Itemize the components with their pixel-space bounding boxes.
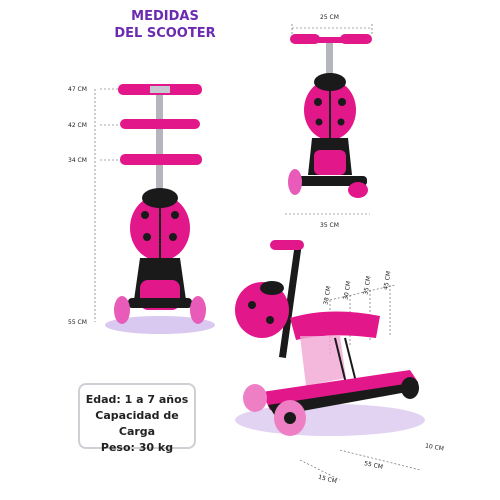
side-view-scooter [235,240,425,481]
page-title: MEDIDAS DEL SCOOTER [90,8,240,42]
ground-shadow [105,316,215,334]
handlebar-low [120,154,202,165]
rear-bottom-width: 35 CM [320,222,339,229]
rear-top-width: 25 CM [320,14,339,21]
height-label-55: 55 CM [68,319,87,326]
info-weight: Peso: 30 kg [100,441,174,454]
height-label-47: 47 CM [68,86,87,93]
info-capacity: Capacidad de Carga [95,409,179,438]
rear-view-scooter [285,24,373,215]
info-age: Edad: 1 a 7 años [85,393,189,406]
height-label-42: 42 CM [68,122,87,129]
info-box: Edad: 1 a 7 años Capacidad de Carga Peso… [78,383,196,454]
title-line-1: MEDIDAS [131,9,199,24]
height-guides [94,88,120,322]
handlebar-clamp [150,86,170,93]
front-view-scooter [94,84,215,334]
handlebar-mid [120,119,200,129]
stem [156,92,163,242]
wheel-left [114,296,130,324]
ladybug-head [142,188,178,208]
title-line-2: DEL SCOOTER [114,26,216,41]
wheel-right [190,296,206,324]
height-label-34: 34 CM [68,157,87,164]
